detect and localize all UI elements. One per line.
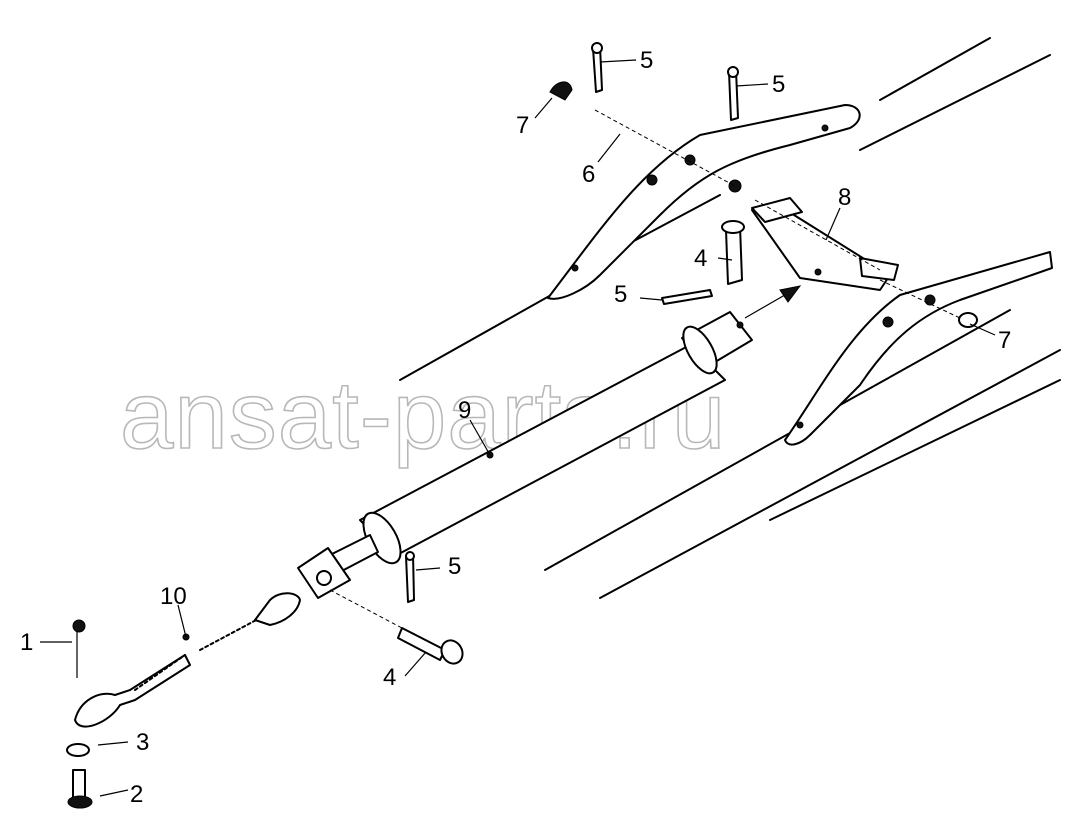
cross-plate [751,197,899,291]
callout-5-middle: 5 [614,281,627,308]
pins [66,42,978,809]
callout-7-right: 7 [998,327,1011,354]
callout-7-left: 7 [516,112,529,139]
lower-bracket [784,251,1053,446]
callout-8: 8 [838,184,851,211]
upper-bracket [547,104,861,300]
callout-labels: 1 2 3 4 4 5 5 5 5 6 7 7 8 9 10 [20,47,1011,808]
callout-1: 1 [20,629,33,656]
callout-4-lower: 4 [383,664,396,691]
callout-9: 9 [458,397,471,424]
callout-6: 6 [582,161,595,188]
leader-lines [40,59,996,797]
callout-5-lower: 5 [448,553,461,580]
hydraulic-cylinder [329,311,753,574]
assembly-guides [329,109,961,629]
callout-5-upper-left: 5 [640,47,653,74]
callout-4-upper: 4 [694,245,707,272]
callout-2: 2 [130,781,143,808]
callout-5-upper-right: 5 [772,71,785,98]
assembly-arrow [744,285,802,319]
callout-3: 3 [136,729,149,756]
threaded-rod [74,592,301,728]
callout-10: 10 [160,583,187,610]
frame-rails [399,37,1061,599]
clevis [297,547,351,599]
